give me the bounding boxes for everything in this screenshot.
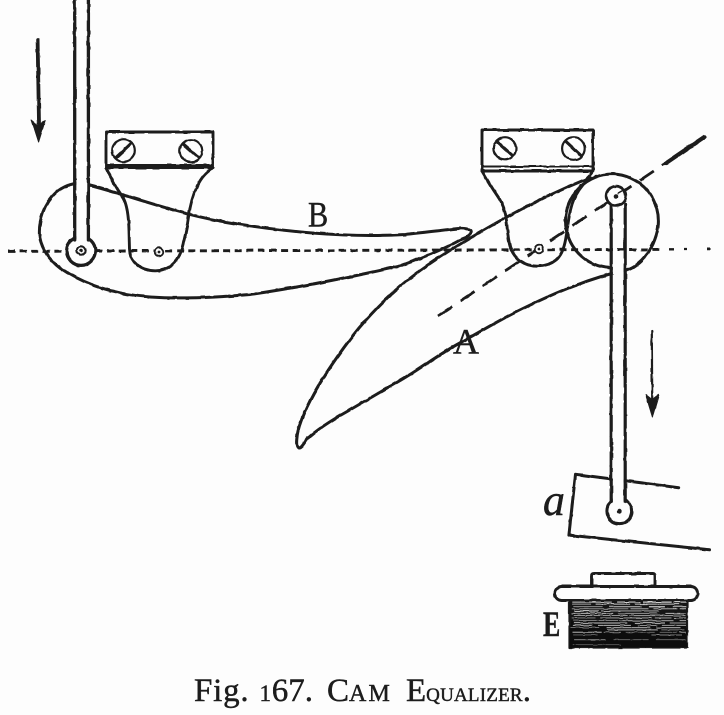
- svg-text:Fig.167.: Fig.167.: [194, 673, 313, 709]
- svg-text:a: a: [543, 476, 565, 525]
- svg-text:A: A: [453, 322, 479, 362]
- svg-text:EQUALIZER.: EQUALIZER.: [406, 673, 531, 709]
- svg-text:CAM: CAM: [327, 673, 392, 709]
- svg-text:B: B: [308, 195, 328, 235]
- svg-text:E: E: [543, 604, 560, 644]
